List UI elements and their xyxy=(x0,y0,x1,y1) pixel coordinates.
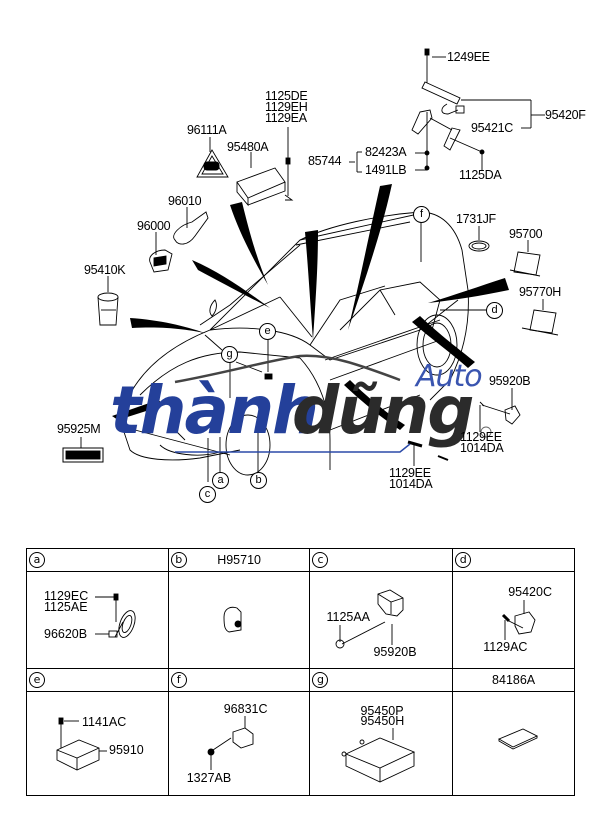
car-body-outline xyxy=(119,211,469,476)
detail-header-row-2: e f g 84186A xyxy=(26,668,575,692)
detail-title-H95710: H95710 xyxy=(217,553,261,567)
part-label-95420C: 95420C xyxy=(508,585,552,599)
detail-body-row-1: 1129EC 1125AE 96620B 1125AA 95920B xyxy=(26,571,575,669)
detail-callout-c: c xyxy=(312,552,329,568)
part-label-96111A: 96111A xyxy=(187,123,227,137)
detail-callout-e: e xyxy=(29,672,45,688)
parts-drawings xyxy=(62,48,559,463)
detail-cell-b xyxy=(167,571,311,669)
part-label-stack-top: 1125DE 1129EH 1129EA xyxy=(265,89,308,125)
sensor-unit-drawing xyxy=(207,716,254,770)
part-label-1129EH: 1129EH xyxy=(265,100,308,114)
detail-cell-d: 95420C 1129AC xyxy=(452,571,575,669)
part-label-95700: 95700 xyxy=(509,227,543,241)
part-label-1249EE: 1249EE xyxy=(447,50,490,64)
callout-c: c xyxy=(199,486,216,503)
part-label-1125DA: 1125DA xyxy=(459,168,502,182)
control-unit-drawing xyxy=(342,728,416,783)
detail-header-a: a xyxy=(26,548,169,572)
detail-parts-table: a b H95710 c d 1129EC 1125AE 96620B xyxy=(26,548,575,796)
part-label-95925M: 95925M xyxy=(57,422,101,436)
part-label-96831C: 96831C xyxy=(223,702,268,716)
pad-drawing xyxy=(498,728,539,750)
part-label-1129EC: 1129EC xyxy=(44,589,89,603)
watermark-underline xyxy=(175,443,411,453)
callout-g: g xyxy=(221,346,238,363)
part-label-1129EA: 1129EA xyxy=(265,111,307,125)
part-label-1014DA: 1014DA xyxy=(460,441,504,455)
part-label-95420F: 95420F xyxy=(545,108,586,122)
detail-header-f: f xyxy=(167,668,311,692)
detail-callout-b: b xyxy=(170,552,187,568)
callout-a: a xyxy=(212,472,229,489)
detail-title-84186A: 84186A xyxy=(492,673,536,687)
detail-callout-a: a xyxy=(29,552,45,568)
part-label-85744: 85744 xyxy=(308,154,342,168)
part-label-96620B: 96620B xyxy=(44,627,88,641)
part-label-1129EE: 1129EE xyxy=(460,430,502,444)
detail-header-d: d xyxy=(452,548,575,572)
airbag-module-drawing xyxy=(56,717,107,771)
part-label-1491LB: 1491LB xyxy=(365,163,407,177)
watermark-swoosh xyxy=(174,354,401,384)
watermark-thanh: thành xyxy=(110,372,319,449)
part-label-95410K: 95410K xyxy=(84,263,126,277)
part-label-1125AE: 1125AE xyxy=(44,600,88,614)
detail-callout-d: d xyxy=(455,552,472,568)
wiring-swooshes xyxy=(112,184,509,430)
detail-header-c: c xyxy=(309,548,454,572)
car-diagram-artwork xyxy=(62,48,559,482)
part-label-95920B: 95920B xyxy=(489,374,531,388)
watermark-dung: dũng xyxy=(292,372,474,449)
detail-header-row-1: a b H95710 c d xyxy=(26,548,575,572)
bracket-drawing xyxy=(336,589,404,649)
sensor-drawing xyxy=(223,606,242,633)
detail-header-e: e xyxy=(26,668,169,692)
part-label-95450H: 95450H xyxy=(360,714,405,728)
sensor-bracket-drawing xyxy=(502,600,536,640)
callout-f: f xyxy=(413,206,430,223)
watermark-auto: Auto xyxy=(416,359,483,394)
detail-header-g: g xyxy=(309,668,454,692)
part-label-1014DA: 1014DA xyxy=(389,477,433,491)
part-label-1129EE: 1129EE xyxy=(389,466,431,480)
horn-drawing xyxy=(95,593,136,638)
part-label-1125DE: 1125DE xyxy=(265,89,308,103)
detail-body-row-2: 1141AC 95910 96831C 1327AB 95450P 95450H xyxy=(26,691,575,796)
part-label-95450P: 95450P xyxy=(360,704,404,718)
callout-e: e xyxy=(259,323,276,340)
part-label-82423A: 82423A xyxy=(365,145,407,159)
part-label-95920B: 95920B xyxy=(373,645,417,659)
leader-lines xyxy=(80,50,545,482)
detail-cell-g: 95450P 95450H xyxy=(309,691,454,796)
callout-b: b xyxy=(250,472,267,489)
part-label-1731JF: 1731JF xyxy=(456,212,496,226)
part-label-stack-bottom: 1129EE 1014DA xyxy=(389,466,433,491)
part-label-95421C: 95421C xyxy=(471,121,513,135)
detail-callout-f: f xyxy=(170,672,187,688)
part-label-stack-right: 1129EE 1014DA xyxy=(460,430,504,455)
detail-cell-84186A xyxy=(452,691,575,796)
detail-cell-f: 96831C 1327AB xyxy=(167,691,311,796)
detail-cell-a: 1129EC 1125AE 96620B xyxy=(26,571,169,669)
part-label-1327AB: 1327AB xyxy=(186,771,232,785)
part-label-1129AC: 1129AC xyxy=(483,640,528,654)
part-label-95910: 95910 xyxy=(109,743,144,757)
callout-d: d xyxy=(486,302,503,319)
detail-cell-c: 1125AA 95920B xyxy=(309,571,454,669)
part-label-96010: 96010 xyxy=(168,194,202,208)
detail-header-84186A: 84186A xyxy=(452,668,575,692)
detail-header-b: b H95710 xyxy=(167,548,311,572)
part-label-96000: 96000 xyxy=(137,219,171,233)
part-label-95480A: 95480A xyxy=(227,140,269,154)
part-label-1125AA: 1125AA xyxy=(326,610,371,624)
detail-cell-e: 1141AC 95910 xyxy=(26,691,169,796)
part-label-95770H: 95770H xyxy=(519,285,561,299)
part-label-1141AC: 1141AC xyxy=(82,715,127,729)
detail-callout-g: g xyxy=(312,672,329,688)
